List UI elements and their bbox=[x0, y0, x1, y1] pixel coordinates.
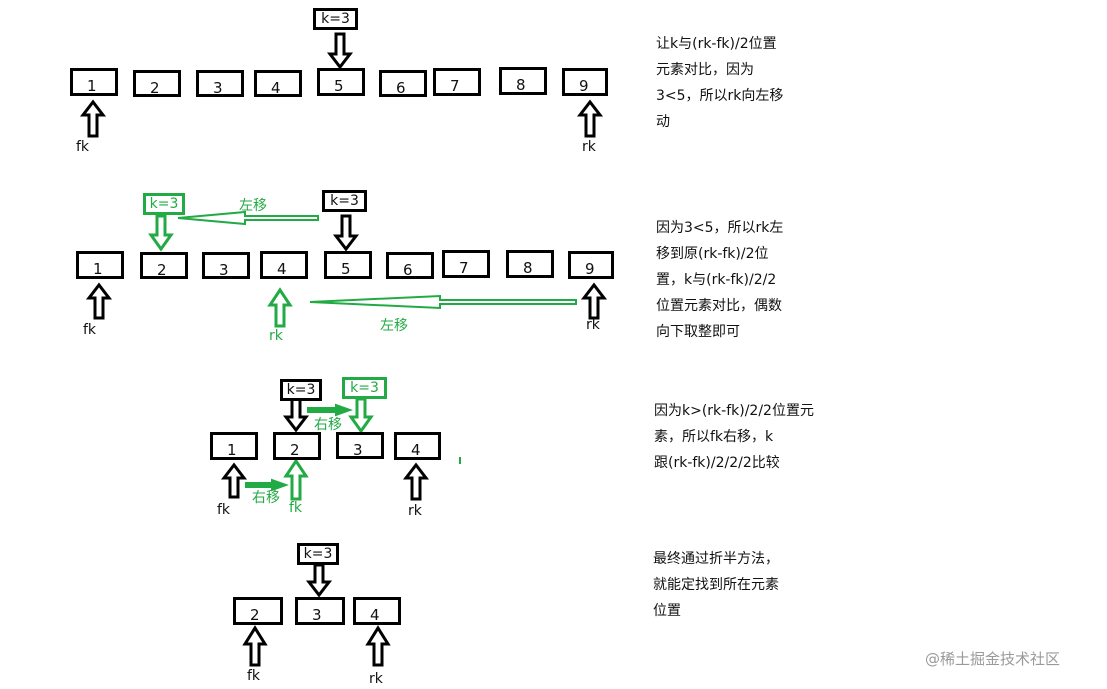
step-2-description: 因为3<5，所以rk左 移到原(rk-fk)/2位 置，k与(rk-fk)/2/… bbox=[656, 220, 784, 340]
k-label: k=3 bbox=[313, 8, 358, 30]
rk-new-label: rk bbox=[269, 328, 283, 344]
cell-value: 3 bbox=[219, 261, 229, 279]
watermark: @稀土掘金技术社区 bbox=[925, 650, 1061, 668]
cell-value: 1 bbox=[227, 441, 237, 459]
cell-value: 4 bbox=[411, 441, 421, 459]
left-move-arrow-top bbox=[177, 210, 319, 226]
step-3-description: 因为k>(rk-fk)/2/2位置元 素，所以fk右移，k 跟(rk-fk)/2… bbox=[654, 403, 814, 471]
k-label-old: k=3 bbox=[322, 190, 367, 212]
fk-old-up-arrow bbox=[220, 462, 248, 499]
cell-value: 2 bbox=[250, 606, 260, 624]
rk-old-label: rk bbox=[586, 317, 600, 333]
step-4-description: 最终通过折半方法， 就能定找到所在元素 位置 bbox=[653, 551, 779, 619]
array-cell: 9 bbox=[568, 251, 614, 279]
array-cell: 8 bbox=[499, 67, 547, 95]
left-move-arrow-bottom bbox=[309, 294, 577, 310]
cell-value: 3 bbox=[213, 79, 223, 97]
move-left-label: 左移 bbox=[239, 198, 267, 214]
fk-label: fk bbox=[76, 139, 90, 155]
cell-value: 8 bbox=[516, 76, 526, 94]
array-cell: 2 bbox=[133, 70, 181, 97]
right-move-arrow-top bbox=[307, 403, 353, 417]
fk-new-label: fk bbox=[289, 500, 303, 516]
move-left-label: 左移 bbox=[380, 318, 408, 334]
cell-value: 3 bbox=[353, 441, 363, 459]
array-cell: 3 bbox=[295, 597, 345, 625]
array-cell: 1 bbox=[70, 68, 118, 96]
fk-old-label: fk bbox=[217, 502, 231, 518]
cell-value: 4 bbox=[271, 79, 281, 97]
rk-label: rk bbox=[408, 503, 422, 519]
cell-value: 6 bbox=[403, 261, 413, 279]
rk-up-arrow bbox=[402, 462, 430, 501]
k-down-arrow bbox=[332, 214, 360, 252]
array-cell: 5 bbox=[317, 68, 365, 96]
array-cell: 3 bbox=[196, 70, 244, 97]
cell-value: 4 bbox=[370, 606, 380, 624]
array-cell: 4 bbox=[394, 432, 441, 460]
array-cell: 3 bbox=[336, 432, 384, 459]
array-cell: 9 bbox=[562, 68, 608, 96]
rk-label: rk bbox=[369, 671, 383, 687]
rk-up-arrow bbox=[576, 99, 604, 138]
k-down-arrow bbox=[305, 563, 333, 598]
move-right-label: 右移 bbox=[314, 417, 342, 433]
fk-up-arrow bbox=[242, 625, 268, 667]
fk-up-arrow bbox=[85, 282, 113, 320]
cell-value: 9 bbox=[579, 77, 589, 95]
array-cell: 1 bbox=[76, 251, 124, 279]
array-cell: 6 bbox=[386, 252, 434, 279]
k-label-old: k=3 bbox=[280, 379, 322, 401]
rk-new-up-arrow bbox=[267, 287, 293, 328]
cell-value: 8 bbox=[523, 259, 533, 277]
cell-value: 6 bbox=[396, 79, 406, 97]
cell-value: 3 bbox=[312, 606, 322, 624]
cell-value: 9 bbox=[585, 260, 595, 278]
k-label-new: k=3 bbox=[143, 193, 185, 215]
k-new-down-arrow bbox=[148, 214, 174, 252]
cell-value: 7 bbox=[459, 259, 469, 277]
rk-label: rk bbox=[582, 139, 596, 155]
array-cell: 7 bbox=[433, 68, 481, 96]
array-cell: 8 bbox=[506, 250, 554, 278]
k-label-new: k=3 bbox=[342, 377, 387, 399]
cell-value: 5 bbox=[334, 77, 344, 95]
array-cell: 4 bbox=[260, 251, 308, 279]
cell-value: 2 bbox=[157, 261, 167, 279]
k-down-arrow bbox=[326, 32, 354, 70]
cell-value: 7 bbox=[450, 77, 460, 95]
cell-value: 4 bbox=[277, 260, 287, 278]
array-cell: 2 bbox=[273, 432, 321, 460]
rk-old-up-arrow bbox=[580, 282, 608, 320]
array-cell: 2 bbox=[140, 252, 188, 279]
array-cell: 7 bbox=[442, 250, 490, 278]
rk-up-arrow bbox=[365, 625, 391, 667]
cell-value: 2 bbox=[150, 79, 160, 97]
cell-value: 5 bbox=[341, 260, 351, 278]
fk-label: fk bbox=[83, 322, 97, 338]
array-cell: 6 bbox=[379, 70, 427, 97]
array-cell: 2 bbox=[233, 597, 283, 625]
fk-label: fk bbox=[247, 668, 261, 684]
right-move-arrow-bottom bbox=[245, 478, 289, 492]
move-right-label: 右移 bbox=[252, 490, 280, 506]
fk-up-arrow bbox=[79, 99, 107, 138]
array-cell: 4 bbox=[254, 70, 302, 97]
fk-new-up-arrow bbox=[283, 458, 309, 501]
k-label: k=3 bbox=[297, 543, 339, 565]
array-cell: 4 bbox=[353, 597, 401, 625]
array-cell: 3 bbox=[202, 252, 250, 279]
cell-value: 1 bbox=[93, 260, 103, 278]
cell-value: 2 bbox=[290, 441, 300, 459]
array-cell: 5 bbox=[324, 251, 372, 279]
cell-value: 1 bbox=[87, 77, 97, 95]
k-down-arrow bbox=[282, 397, 310, 433]
k-new-down-arrow bbox=[348, 397, 374, 434]
step-1-description: 让k与(rk-fk)/2位置 元素对比，因为 3<5，所以rk向左移 动 bbox=[656, 36, 784, 130]
array-cell: 1 bbox=[210, 432, 258, 460]
